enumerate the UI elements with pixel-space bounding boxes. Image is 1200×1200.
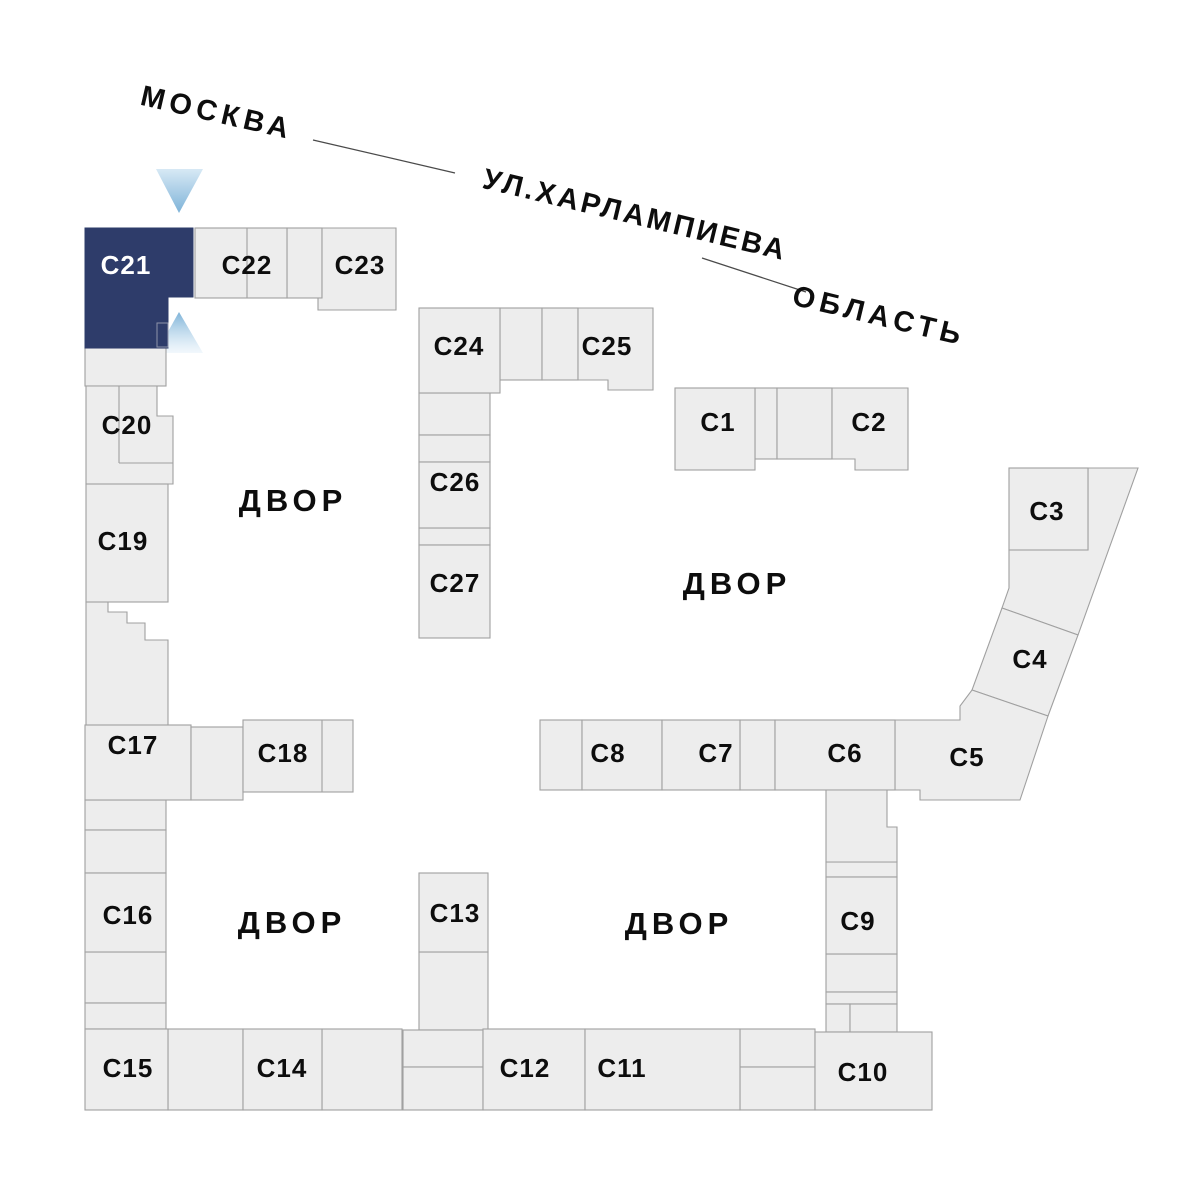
building-label: C13: [430, 898, 481, 928]
building-section: [418, 434, 491, 463]
building-c18[interactable]: C18: [242, 719, 354, 793]
building-section: [754, 387, 778, 460]
building-section: [825, 991, 898, 1005]
building-sections: [84, 227, 1139, 1111]
building-c1[interactable]: C1: [674, 387, 756, 471]
building-label: C10: [838, 1057, 889, 1087]
building-label: C19: [98, 526, 149, 556]
building-section: [84, 347, 167, 387]
building-label: C14: [257, 1053, 308, 1083]
building-label: C18: [258, 738, 309, 768]
building-section: [85, 601, 169, 728]
building-c13[interactable]: C13: [418, 872, 489, 953]
building-label: C21: [101, 250, 152, 280]
courtyard-label: ДВОР: [683, 566, 792, 601]
building-section: [739, 719, 776, 791]
building-label: C22: [222, 250, 273, 280]
building-section: [825, 861, 898, 878]
courtyard-labels: ДВОР ДВОР ДВОР ДВОР: [238, 483, 792, 941]
building-c26[interactable]: C26: [418, 461, 491, 529]
building-label: C24: [434, 331, 485, 361]
building-c19[interactable]: C19: [85, 483, 169, 603]
building-c14[interactable]: C14: [242, 1028, 323, 1111]
building-label: C3: [1029, 496, 1064, 526]
building-label: C25: [582, 331, 633, 361]
courtyard-label: ДВОР: [238, 905, 347, 940]
building-c5[interactable]: C5: [894, 689, 1049, 801]
building-section: [541, 307, 579, 381]
building-section: [167, 1028, 244, 1111]
building-c4[interactable]: C4: [971, 607, 1079, 717]
building-label: C1: [700, 407, 735, 437]
building-section: [776, 387, 833, 460]
building-section: [825, 1003, 851, 1033]
building-c6[interactable]: C6: [774, 719, 898, 863]
building-section: [84, 951, 167, 1004]
building-label: C7: [698, 738, 733, 768]
building-label: C26: [430, 467, 481, 497]
building-c25[interactable]: C25: [577, 307, 654, 391]
building-label: C23: [335, 250, 386, 280]
entry-arrow-down-icon: [156, 169, 203, 213]
building-label: C8: [590, 738, 625, 768]
building-c7[interactable]: C7: [661, 719, 741, 791]
building-section: [402, 1029, 484, 1068]
building-section: [418, 527, 491, 546]
building-c3[interactable]: C3: [1008, 467, 1089, 551]
courtyard-label: ДВОР: [625, 906, 734, 941]
building-section: [739, 1066, 816, 1111]
building-section: [739, 1028, 816, 1068]
building-section: [84, 1002, 167, 1030]
building-c23[interactable]: C23: [317, 227, 397, 311]
building-label: C6: [827, 738, 862, 768]
building-label: C27: [430, 568, 481, 598]
building-label: C9: [840, 906, 875, 936]
building-section: [286, 227, 323, 299]
building-label: C16: [103, 900, 154, 930]
building-section: [499, 307, 543, 381]
building-section: [418, 392, 491, 436]
building-c17[interactable]: C17: [84, 724, 244, 801]
building-label: C15: [103, 1053, 154, 1083]
building-section: [321, 1028, 403, 1111]
building-c2[interactable]: C2: [831, 387, 909, 471]
building-section: [402, 1066, 484, 1111]
building-c16[interactable]: C16: [84, 872, 167, 953]
building-section: [418, 951, 489, 1031]
direction-region-label: ОБЛАСТЬ: [789, 280, 969, 352]
building-section: [84, 829, 167, 874]
building-section: [825, 953, 898, 993]
building-label: C4: [1012, 644, 1047, 674]
building-c10[interactable]: C10: [814, 1031, 933, 1111]
building-label: C11: [597, 1053, 646, 1083]
building-label: C17: [108, 730, 159, 760]
building-c11[interactable]: C11: [584, 1028, 741, 1111]
building-label: C5: [949, 742, 984, 772]
building-c24[interactable]: C24: [418, 307, 501, 394]
building-c20[interactable]: C20: [85, 385, 174, 485]
building-label: C20: [102, 410, 153, 440]
building-label: C2: [851, 407, 886, 437]
building-section: [84, 799, 167, 831]
building-c9[interactable]: C9: [825, 876, 898, 955]
building-c8[interactable]: C8: [581, 719, 663, 791]
courtyard-label: ДВОР: [239, 483, 348, 518]
building-c12[interactable]: C12: [482, 1028, 586, 1111]
building-label: C12: [500, 1053, 551, 1083]
building-section: [539, 719, 583, 791]
direction-moscow-label: МОСКВА: [138, 80, 297, 146]
street-name-label: УЛ.ХАРЛАМПИЕВА: [480, 163, 791, 267]
building-section: [849, 1003, 898, 1033]
street-line-right: [701, 257, 807, 293]
building-c22[interactable]: C22: [194, 227, 288, 299]
building-c15[interactable]: C15: [84, 1028, 169, 1111]
building-c21[interactable]: C21: [84, 227, 194, 349]
street-line-left: [312, 139, 456, 174]
building-c27[interactable]: C27: [418, 544, 491, 639]
